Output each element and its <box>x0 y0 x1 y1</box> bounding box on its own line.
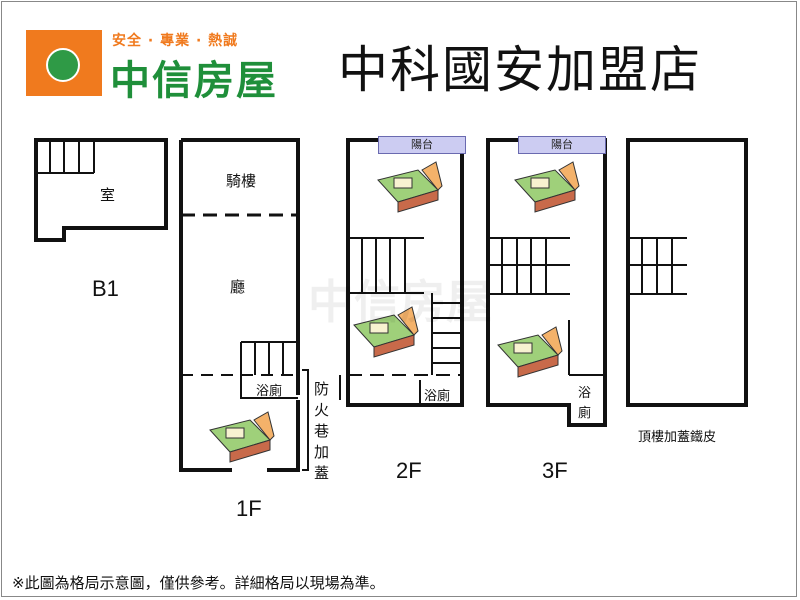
disclaimer-footnote: ※此圖為格局示意圖，僅供參考。詳細格局以現場為準。 <box>12 574 385 592</box>
2f-balcony-label: 陽台 <box>378 136 466 154</box>
2f-floor-label: 2F <box>396 458 422 483</box>
roof-outline <box>626 138 748 407</box>
logo-globe-icon <box>46 48 80 82</box>
1f-hall-label: 廳 <box>230 278 246 296</box>
roof-label: 頂樓加蓋鐵皮 <box>638 430 717 445</box>
1f-arcade-label: 騎樓 <box>226 172 257 190</box>
logo-company-name: 中信房屋 <box>110 58 278 104</box>
b1-outline <box>34 138 168 242</box>
store-name: 中科國安加盟店 <box>338 41 702 99</box>
b1-floor-label: B1 <box>92 276 119 301</box>
3f-balcony-label: 陽台 <box>518 136 606 154</box>
fire-lane-label: 防 火 巷 加 蓋 <box>314 380 330 482</box>
logo-slogan: 安全 · 專業 · 熱誠 <box>112 33 239 49</box>
b1-room-label: 室 <box>100 186 116 204</box>
3f-bathroom-label-1: 浴 <box>578 386 592 401</box>
1f-bathroom-label: 浴廁 <box>256 384 283 399</box>
1f-outline <box>179 138 300 472</box>
bed-icons <box>209 161 580 463</box>
1f-floor-label: 1F <box>236 496 262 521</box>
2f-bathroom-label: 浴廁 <box>424 389 451 404</box>
watermark: 中信房屋 <box>308 275 492 329</box>
3f-floor-label: 3F <box>542 458 568 483</box>
3f-bathroom-label-2: 廁 <box>578 406 592 421</box>
